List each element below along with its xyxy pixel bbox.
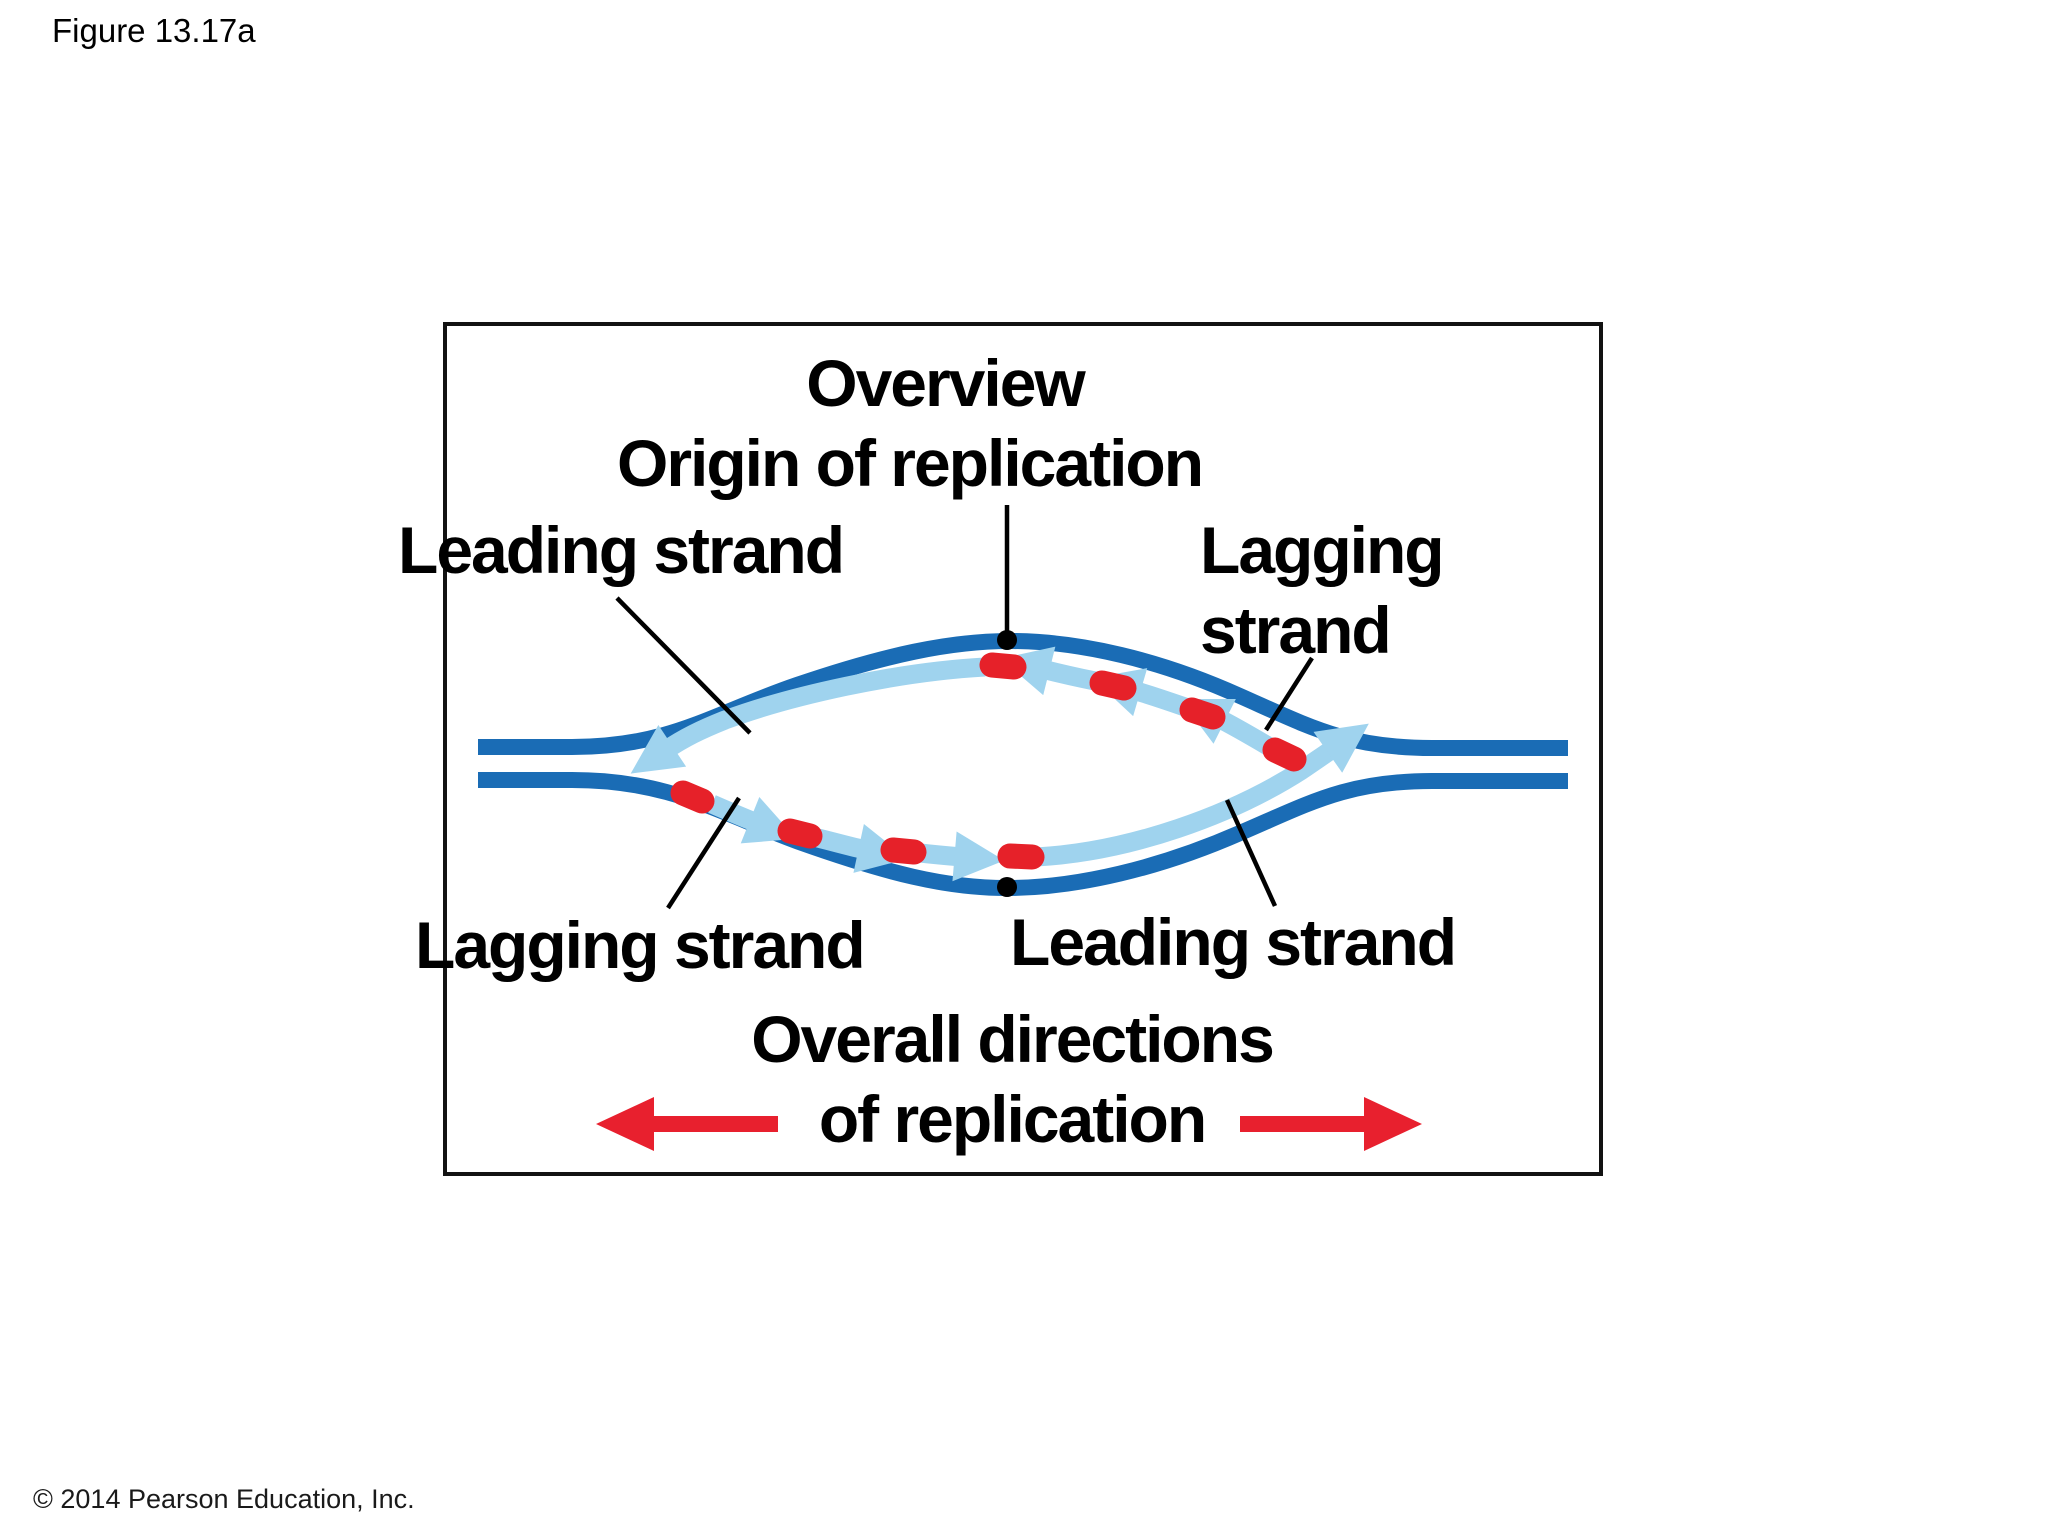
origin-dot-bottom (997, 877, 1017, 897)
lagging-fragment-top-3 (1179, 698, 1273, 755)
origin-dot-top (997, 630, 1017, 650)
direction-arrow-right (1240, 1097, 1422, 1151)
lagging-fragment-top-1 (1000, 646, 1097, 696)
leading-top-leader-line (615, 596, 752, 735)
leading-strand-top-arrow (630, 657, 986, 774)
lagging-primer-bottom-1 (670, 780, 715, 814)
lagging-strand-right-label: Lagging strand (1200, 513, 1445, 667)
parental-strand-bottom (478, 772, 1568, 897)
lagging-strand-bottom-label: Lagging strand (415, 908, 866, 982)
overview-label: Overview (806, 346, 1086, 420)
leader-lines (615, 505, 1314, 910)
origin-label: Origin of replication (617, 426, 1204, 500)
lagging-primer-top-1 (1089, 670, 1137, 701)
lagging-primer-top-3 (1262, 737, 1307, 772)
leading-strand-bottom-arrow (1035, 723, 1369, 867)
leading-strand-top-primer (979, 652, 1027, 680)
overall-direction-arrows (596, 1097, 1422, 1151)
lagging-fragment-bottom-1 (708, 795, 797, 844)
lagging-fragment-bottom-2 (815, 823, 908, 873)
direction-arrow-left (596, 1097, 778, 1151)
lagging-primer-bottom-3 (880, 837, 927, 865)
lagging-primer-bottom-2 (777, 818, 823, 849)
figure-label: Figure 13.17a (52, 12, 256, 49)
new-dna-strands (630, 646, 1369, 882)
leading-strand-top-label: Leading strand (398, 513, 845, 587)
overall-directions-label: Overall directions of replication (751, 1002, 1275, 1156)
leading-strand-bottom-label: Leading strand (1010, 905, 1457, 979)
lagging-right-leader-line (1264, 656, 1314, 732)
lagging-fragment-top-2 (1092, 668, 1189, 717)
copyright-label: © 2014 Pearson Education, Inc. (33, 1484, 415, 1514)
lagging-bottom-leader-line (666, 796, 741, 910)
leading-bottom-leader-line (1224, 799, 1278, 907)
origin-markers (997, 630, 1017, 897)
rna-primers (670, 652, 1307, 870)
lagging-primer-top-2 (1179, 697, 1226, 730)
leading-strand-bottom-primer (997, 843, 1045, 870)
